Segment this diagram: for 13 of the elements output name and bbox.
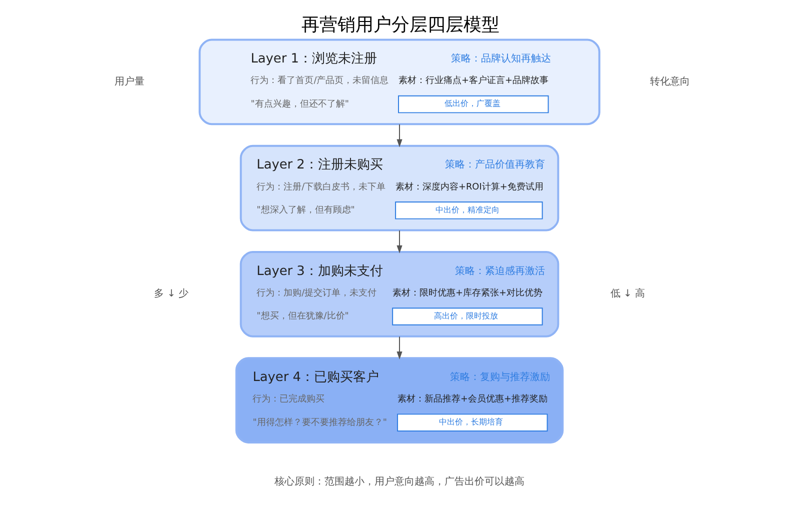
label: 用户量 <box>114 76 144 88</box>
label: 多 ↓ 少 <box>154 288 188 300</box>
arrow <box>396 336 402 360</box>
node-box: Layer 2：注册未购买 策略：产品价值再教育 行为：注册/下载白皮书，未下单 素材：深度内容+ROI计算+免费试用 "想深入了解，但有顾虑" 中出价，精准定向 <box>239 144 559 232</box>
label: 转化意向 <box>650 76 690 88</box>
arrow <box>396 230 402 254</box>
label: 低 ↓ 高 <box>610 288 644 300</box>
caption: 核心原则：范围越小，用户意向越高，广告出价可以越高 <box>274 476 524 488</box>
diagram-title: 再营销用户分层四层模型 <box>301 14 499 36</box>
node-box: Layer 1：浏览未注册 策略：品牌认知再触达 行为：看了首页/产品页，未留信息 素材：行业痛点+客户证言+品牌故事 "有点兴趣，但还不了解" 低出价，广覆盖 <box>198 38 600 126</box>
arrow <box>396 124 402 148</box>
node-box: Layer 4：已购买客户 策略：复购与推荐激励 行为：已完成购买 素材：新品推荐+会员优惠+推荐奖励 "用得怎样？要不要推荐给朋友？" 中出价，长期培育 <box>234 357 564 444</box>
node-box: Layer 3：加购未支付 策略：紧迫感再激活 行为：加购/提交订单，未支付 素材：限时优惠+库存紧张+对比优势 "想买，但在犹豫/比价" 高出价，限时投放 <box>239 251 559 338</box>
